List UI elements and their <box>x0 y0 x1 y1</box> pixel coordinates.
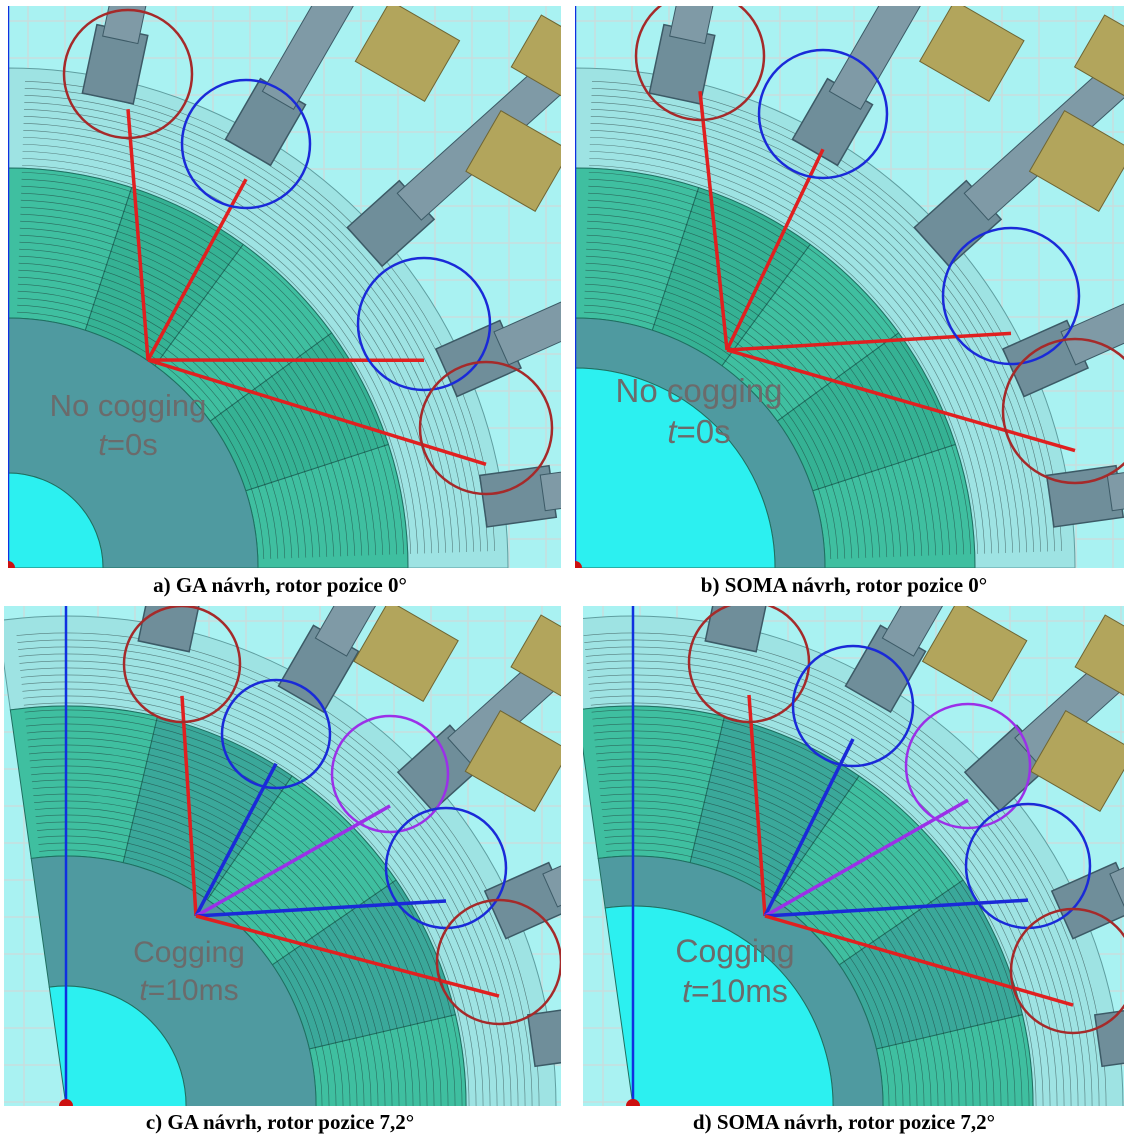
ray-line <box>195 914 500 998</box>
origin-marker <box>8 561 15 568</box>
ray-line <box>194 762 278 917</box>
stator-tooth <box>1045 438 1124 528</box>
coil-block <box>510 14 561 98</box>
highlight-circle <box>62 8 194 140</box>
ray-line <box>764 914 1074 1007</box>
highlight-circle <box>634 6 766 122</box>
stator-tooth <box>526 1004 561 1068</box>
ray-line <box>146 178 248 361</box>
coil-block <box>1073 14 1124 98</box>
caption-b: b) SOMA návrh, rotor pozice 0° <box>700 573 988 597</box>
caption-d: d) SOMA návrh, rotor pozice 7,2° <box>692 1110 996 1134</box>
highlight-circle <box>356 256 492 392</box>
time-variable: t <box>667 413 678 450</box>
flux-lines <box>583 632 1107 1106</box>
coil-block <box>464 710 561 812</box>
caption-a: a) GA návrh, rotor pozice 0° <box>153 573 407 597</box>
panel-d: Cogging t=10ms <box>583 606 1124 1106</box>
time-label: t=10ms <box>139 974 238 1007</box>
ray-line <box>698 91 729 351</box>
field-plot-a: No cogging t=0s <box>8 6 561 568</box>
field-plot-d: Cogging t=10ms <box>583 606 1124 1106</box>
origin-marker <box>626 1099 640 1106</box>
cogging-markers <box>634 6 1124 485</box>
coils <box>354 6 561 212</box>
cogging-markers <box>62 8 554 496</box>
time-value: =0s <box>107 427 158 462</box>
highlight-circle <box>122 606 242 724</box>
time-value: =0s <box>677 413 731 450</box>
panel-c: Cogging t=10ms <box>4 606 561 1106</box>
ray-line <box>126 109 150 361</box>
state-label: No cogging <box>616 372 783 409</box>
coil-block <box>1028 110 1124 212</box>
stator-tooth <box>648 6 760 105</box>
ray-line <box>147 358 487 466</box>
highlight-circle <box>435 898 561 1026</box>
state-label: Cogging <box>133 936 245 969</box>
highlight-circle <box>1001 337 1124 485</box>
time-label: t=0s <box>98 427 157 462</box>
highlight-circle <box>180 78 312 210</box>
highlight-circle <box>904 702 1032 830</box>
state-label: No cogging <box>50 388 207 423</box>
stator-tooth <box>277 606 478 713</box>
field-plot-b: No cogging t=0s <box>575 6 1124 568</box>
coils <box>353 606 561 812</box>
highlight-circle <box>757 48 889 180</box>
coil-block <box>921 606 1028 702</box>
ray-line <box>764 898 1029 918</box>
time-variable: t <box>682 973 692 1009</box>
ray-line <box>195 899 447 918</box>
highlight-circle <box>220 678 332 790</box>
caption-c: c) GA návrh, rotor pozice 7,2° <box>145 1110 415 1134</box>
ray-line <box>195 804 391 918</box>
panel-b: No cogging t=0s <box>575 6 1124 568</box>
stator-tooth <box>1050 767 1124 940</box>
coil-block <box>510 614 561 698</box>
highlight-circle <box>687 606 811 724</box>
time-variable: t <box>98 427 108 462</box>
highlight-circle <box>1009 907 1124 1035</box>
coil-block <box>354 6 461 102</box>
highlight-circle <box>418 360 554 496</box>
highlight-circle <box>330 714 450 834</box>
stator-tooth <box>478 438 561 528</box>
cogging-markers <box>687 606 1124 1035</box>
flux-lines <box>16 632 540 1106</box>
cogging-markers <box>122 606 561 1026</box>
time-value: =10ms <box>148 974 239 1007</box>
coil-block <box>1030 710 1124 812</box>
origin-marker <box>59 1099 73 1106</box>
ray-line <box>726 331 1012 352</box>
ray-line <box>763 738 855 917</box>
field-plot-c: Cogging t=10ms <box>4 606 561 1106</box>
stator-tooth <box>434 225 561 398</box>
panel-a: No cogging t=0s <box>8 6 561 568</box>
coils <box>921 606 1124 812</box>
ray-line <box>725 148 825 351</box>
highlight-circle <box>941 226 1081 366</box>
coil-block <box>919 6 1025 102</box>
time-label: t=0s <box>667 413 730 450</box>
stator-tooth <box>791 6 992 167</box>
highlight-circle <box>791 644 915 768</box>
coil-block <box>1074 614 1124 698</box>
stator-tooth <box>704 606 772 653</box>
coil-block <box>465 110 561 212</box>
origin-marker <box>575 561 582 568</box>
stator-tooth <box>137 606 205 653</box>
stator-tooth <box>1093 1004 1124 1068</box>
coil-block <box>353 606 459 702</box>
ray-line <box>180 695 198 917</box>
time-label: t=10ms <box>682 973 788 1009</box>
time-variable: t <box>139 974 149 1007</box>
ray-line <box>726 348 1076 453</box>
stator-tooth <box>483 767 561 940</box>
stator-tooth <box>81 6 193 105</box>
time-value: =10ms <box>691 973 788 1009</box>
state-label: Cogging <box>675 933 794 969</box>
coils <box>919 6 1124 212</box>
ray-line <box>747 694 767 917</box>
